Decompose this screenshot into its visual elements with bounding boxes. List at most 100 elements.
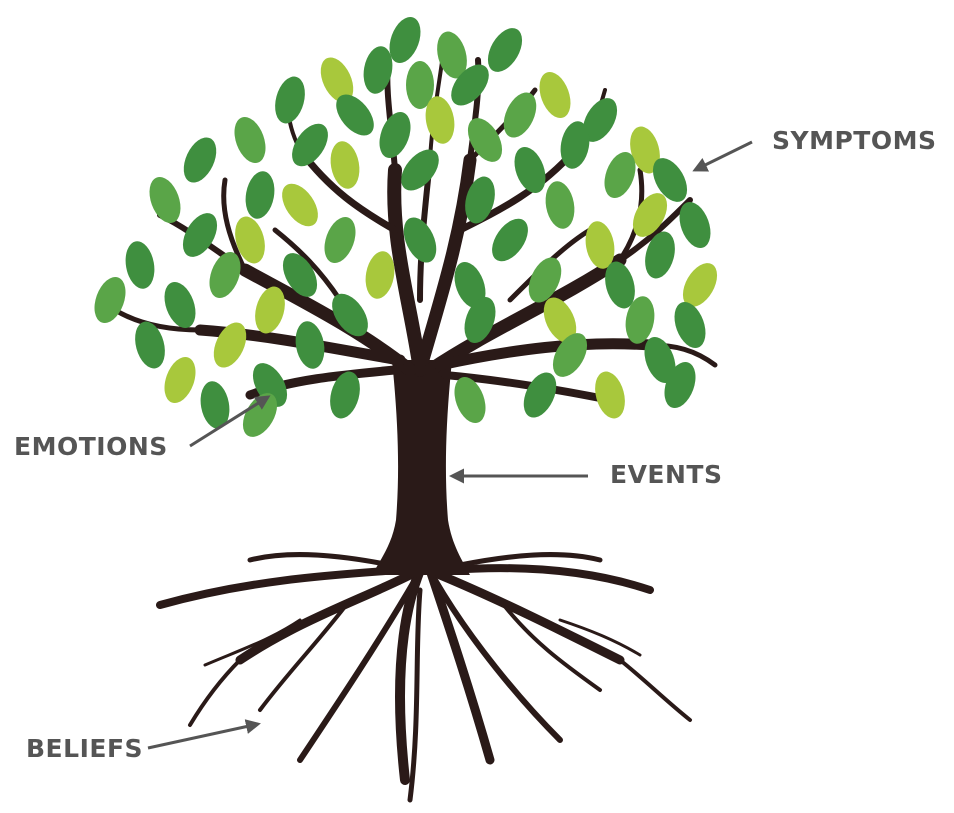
tree-leaf [632,193,668,237]
tree-root [457,552,603,568]
tree-leaf [365,251,395,299]
tree-root [203,618,302,667]
tree-leaf [324,216,356,264]
tree-leaf [330,141,360,189]
tree-leaf [234,116,266,164]
tree-leaf [164,356,196,404]
tree-leaf [389,16,421,64]
tree-branch [434,338,656,371]
tree-leaf [275,76,305,124]
tree-leaf [125,241,155,289]
tree-leaf [213,322,247,368]
events-label: EVENTS [610,460,723,489]
tree-leaf [282,183,318,227]
tree-leaf [595,371,625,419]
tree-root [435,570,625,665]
tree-leaf [514,146,546,194]
tree-leaf [235,216,265,264]
tree-leaf [295,321,325,369]
tree-leaf [644,336,676,384]
tree-leaf [487,28,523,72]
tree-leaf [585,221,615,269]
tree-leaf [379,111,411,159]
tree-leaf [679,201,711,249]
tree-branch [387,163,427,377]
tree-root [407,587,423,803]
tree-trunk [372,360,470,575]
tree-leaf [403,217,437,263]
tree-root [297,577,418,763]
tree-leaf [149,176,181,224]
tree-leaf [182,213,218,257]
tree-root [446,564,654,594]
tree-leaf [604,151,636,199]
tree-leaf [332,293,368,337]
tree-leaf [674,301,706,349]
tree-leaf [543,297,577,343]
tree-leaf [437,31,467,79]
tree-leaf [183,137,217,183]
tree-root [432,577,563,743]
tree-leaf [464,296,496,344]
tree-leaf [528,257,562,303]
tree-root [188,658,242,727]
tree-leaf [200,381,230,429]
tree-leaf [582,98,618,142]
tree-leaf [492,218,528,262]
emotions-arrow [189,395,271,448]
tree-leaf [401,149,439,191]
tree-branch [413,153,477,377]
tree-leaf [465,176,495,224]
tree-leaf [330,371,360,419]
tree-leaf [545,181,575,229]
tree-leaves [94,16,718,437]
tree-leaf [209,251,241,299]
emotions-label: EMOTIONS [14,432,168,461]
tree-roots [156,552,692,803]
tree-branch [272,227,343,303]
tree-leaf [454,376,486,424]
tree-leaf [625,296,655,344]
symptoms-label: SYMPTOMS [772,126,937,155]
tree-branch [456,146,579,234]
tree-root [425,565,495,765]
tree-leaf [292,123,328,167]
tree-leaf [605,261,635,309]
tree-leaf [645,231,675,279]
tree-root [247,552,393,568]
tree-leaf [282,253,318,297]
tree-root [258,598,352,712]
tree-branch [221,177,248,273]
beliefs-label: BELIEFS [26,734,144,763]
tree-leaf [363,46,393,94]
tree-leaf [552,333,588,377]
tree-root [498,598,602,692]
tree-leaf [425,96,455,144]
tree-leaf [245,171,275,219]
tree-leaf [630,126,660,174]
tree-leaf [664,361,696,409]
tree-leaf [336,94,374,136]
tree-leaf [164,281,196,329]
tree-root [156,566,404,609]
tree-leaf [523,372,557,418]
tree-leaf [467,118,503,162]
tree-root [558,618,642,657]
tree-leaf [451,64,489,106]
tree-branch [112,307,203,333]
beliefs-arrow [147,719,261,750]
tree-leaf [539,71,571,119]
tree-leaf [652,158,688,202]
tree-root [395,565,425,785]
tree-leaf [255,286,285,334]
tree-root [618,658,692,722]
tree-leaf [682,263,718,307]
tree-root [235,570,415,665]
tree-leaf [135,321,165,369]
tree-leaf [320,57,354,103]
tree-leaf [503,92,537,138]
tree-leaf [560,121,590,169]
tree-leaf [94,276,126,324]
tree-branch [423,253,627,377]
